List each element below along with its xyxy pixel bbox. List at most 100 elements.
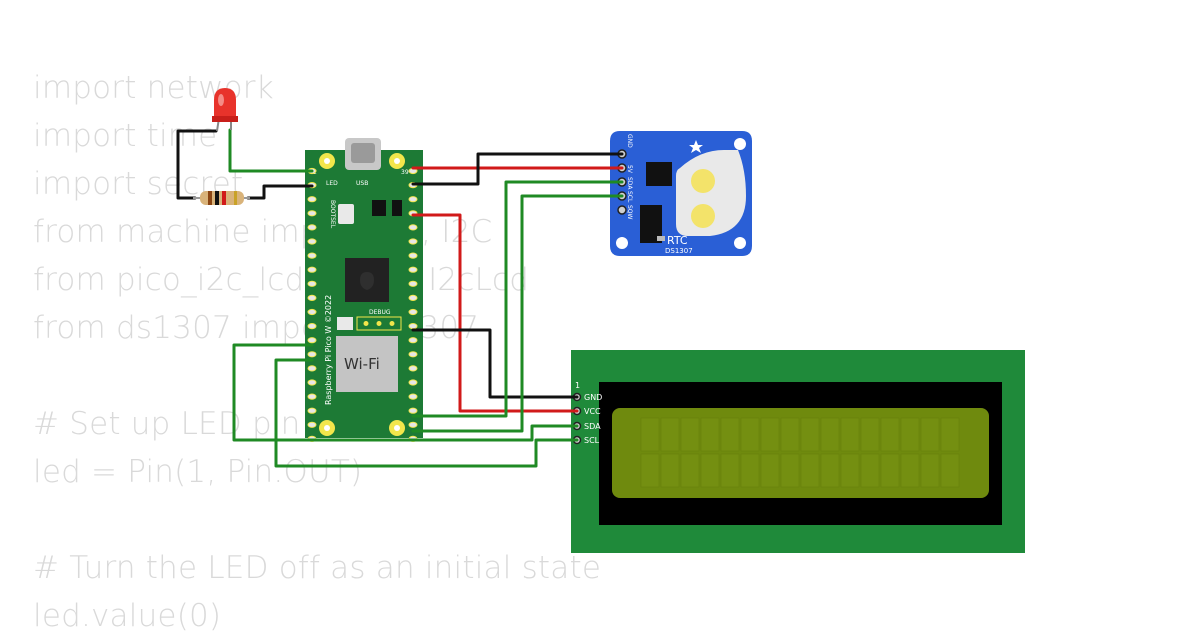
wire-pico-to-lcd-vcc[interactable] bbox=[411, 213, 579, 413]
lcd-character-cell bbox=[800, 453, 820, 488]
lcd-character-cell bbox=[900, 453, 920, 488]
pico-gpio-pin[interactable] bbox=[307, 266, 317, 273]
wire-rtc-scl[interactable] bbox=[411, 194, 624, 433]
pico-small-chip bbox=[372, 200, 386, 216]
pico-gpio-pin[interactable] bbox=[307, 280, 317, 287]
pico-small-chip bbox=[392, 200, 402, 216]
lcd-character-cell bbox=[820, 417, 840, 452]
pico-gpio-pin[interactable] bbox=[307, 393, 317, 400]
wire-lcd-sda[interactable] bbox=[232, 343, 579, 442]
lcd-character-cell bbox=[760, 453, 780, 488]
code-background: import network import time import secret… bbox=[33, 64, 602, 640]
pico-gpio-pin[interactable] bbox=[307, 421, 317, 428]
pico-gpio-pin[interactable] bbox=[307, 224, 317, 231]
lcd-pin-label: SDA bbox=[584, 422, 601, 431]
rtc-pin-sqw[interactable] bbox=[617, 205, 627, 215]
pico-gpio-pin[interactable] bbox=[307, 379, 317, 386]
code-line: led.value(0) bbox=[33, 598, 222, 634]
code-line: # Turn the LED off as an initial state bbox=[33, 550, 602, 586]
pico-gpio-pin[interactable] bbox=[408, 393, 418, 400]
pico-gpio-pin[interactable] bbox=[307, 365, 317, 372]
lcd-character-cell bbox=[720, 453, 740, 488]
wire-resistor-to-gnd[interactable] bbox=[246, 184, 314, 200]
rtc-module[interactable]: RTC DS1307 GND 5V SDA SCL SQW bbox=[610, 131, 752, 256]
led-body bbox=[214, 88, 236, 118]
rtc-crystal bbox=[640, 205, 662, 243]
pico-gpio-pin[interactable] bbox=[307, 196, 317, 203]
raspberry-logo-icon bbox=[360, 272, 374, 290]
pico-gpio-pin[interactable] bbox=[307, 210, 317, 217]
wire-pico-to-rtc-gnd[interactable] bbox=[411, 152, 624, 186]
code-line: import time bbox=[33, 118, 218, 154]
rtc-mount-hole bbox=[734, 138, 746, 150]
lcd-character-cell bbox=[840, 453, 860, 488]
code-line: import secret bbox=[33, 166, 244, 202]
pico-gpio-pin[interactable] bbox=[408, 252, 418, 259]
pico-gpio-pin[interactable] bbox=[408, 224, 418, 231]
lcd-character-cell bbox=[920, 453, 940, 488]
lcd-character-cell bbox=[880, 453, 900, 488]
lcd-character-cell bbox=[680, 453, 700, 488]
pico-gpio-pin[interactable] bbox=[307, 337, 317, 344]
pico-gpio-pin[interactable] bbox=[408, 308, 418, 316]
wire-lcd-scl[interactable] bbox=[274, 358, 579, 468]
red-led[interactable] bbox=[212, 88, 238, 132]
rtc-pin-label: SCL bbox=[626, 191, 633, 203]
pico-gpio-pin[interactable] bbox=[408, 421, 418, 428]
pico-gpio-pin[interactable] bbox=[408, 337, 418, 344]
bootsel-button[interactable] bbox=[338, 204, 354, 224]
pico-gpio-pin[interactable] bbox=[307, 351, 317, 358]
pico-gpio-pin[interactable] bbox=[307, 252, 317, 259]
pico-gpio-pin[interactable] bbox=[408, 379, 418, 386]
lcd-character-cell bbox=[740, 453, 760, 488]
lcd-character-cell bbox=[860, 417, 880, 452]
lcd-character-cell bbox=[800, 417, 820, 452]
pico-gpio-pin[interactable] bbox=[408, 294, 418, 301]
pico-pin-number: 39 bbox=[401, 169, 409, 176]
pico-gpio-pin[interactable] bbox=[408, 280, 418, 287]
rtc-pin-label: SDA bbox=[626, 177, 633, 190]
lcd-pin-label: VCC bbox=[584, 407, 601, 416]
adafruit-logo-icon bbox=[689, 140, 703, 153]
rtc-subtitle: DS1307 bbox=[665, 247, 693, 255]
pico-gpio-pin[interactable] bbox=[307, 323, 317, 330]
lcd-character-grid bbox=[640, 417, 960, 488]
resistor[interactable] bbox=[193, 191, 250, 205]
lcd-pin-number: 1 bbox=[575, 381, 580, 390]
wires bbox=[176, 128, 624, 468]
lcd-character-cell bbox=[740, 417, 760, 452]
debug-label: DEBUG bbox=[369, 309, 391, 316]
pico-gpio-pin[interactable] bbox=[408, 323, 418, 330]
rtc-pin-label: 5V bbox=[626, 165, 633, 174]
pico-gpio-pin[interactable] bbox=[408, 407, 418, 414]
pico-gpio-pin[interactable] bbox=[408, 266, 418, 273]
bootsel-label: BOOTSEL bbox=[329, 200, 336, 229]
lcd-character-cell bbox=[660, 453, 680, 488]
wire-led-to-pico[interactable] bbox=[228, 128, 314, 173]
pico-gpio-pin[interactable] bbox=[408, 351, 418, 358]
lcd-character-cell bbox=[660, 417, 680, 452]
rtc-pin-label: GND bbox=[626, 134, 633, 148]
lcd-character-cell bbox=[880, 417, 900, 452]
rtc-chip bbox=[646, 162, 672, 186]
wire-led-to-resistor[interactable] bbox=[176, 129, 218, 200]
pico-gpio-pin[interactable] bbox=[307, 308, 317, 316]
wire-pico-to-lcd-gnd[interactable] bbox=[411, 328, 579, 399]
pico-gpio-pin[interactable] bbox=[408, 365, 418, 372]
pico-gpio-pin[interactable] bbox=[307, 294, 317, 301]
pico-pin-row bbox=[307, 167, 418, 442]
lcd-module[interactable]: 1 GND VCC SDA SCL bbox=[571, 350, 1025, 553]
rtc-battery-contact bbox=[691, 169, 715, 193]
pico-gpio-pin[interactable] bbox=[408, 196, 418, 203]
pico-gpio-pin[interactable] bbox=[408, 238, 418, 245]
lcd-character-cell bbox=[860, 453, 880, 488]
lcd-character-cell bbox=[820, 453, 840, 488]
pico-gpio-pin[interactable] bbox=[307, 407, 317, 414]
lcd-pin-label: SCL bbox=[584, 436, 600, 445]
rtc-battery-contact bbox=[691, 204, 715, 228]
lcd-character-cell bbox=[780, 453, 800, 488]
rtc-mount-hole bbox=[734, 237, 746, 249]
wire-rtc-sda[interactable] bbox=[411, 180, 624, 418]
pico-w-board[interactable]: LED USB 2 39 BOOTSEL DEBUG Wi-Fi Raspber… bbox=[305, 138, 423, 442]
pico-gpio-pin[interactable] bbox=[307, 238, 317, 245]
